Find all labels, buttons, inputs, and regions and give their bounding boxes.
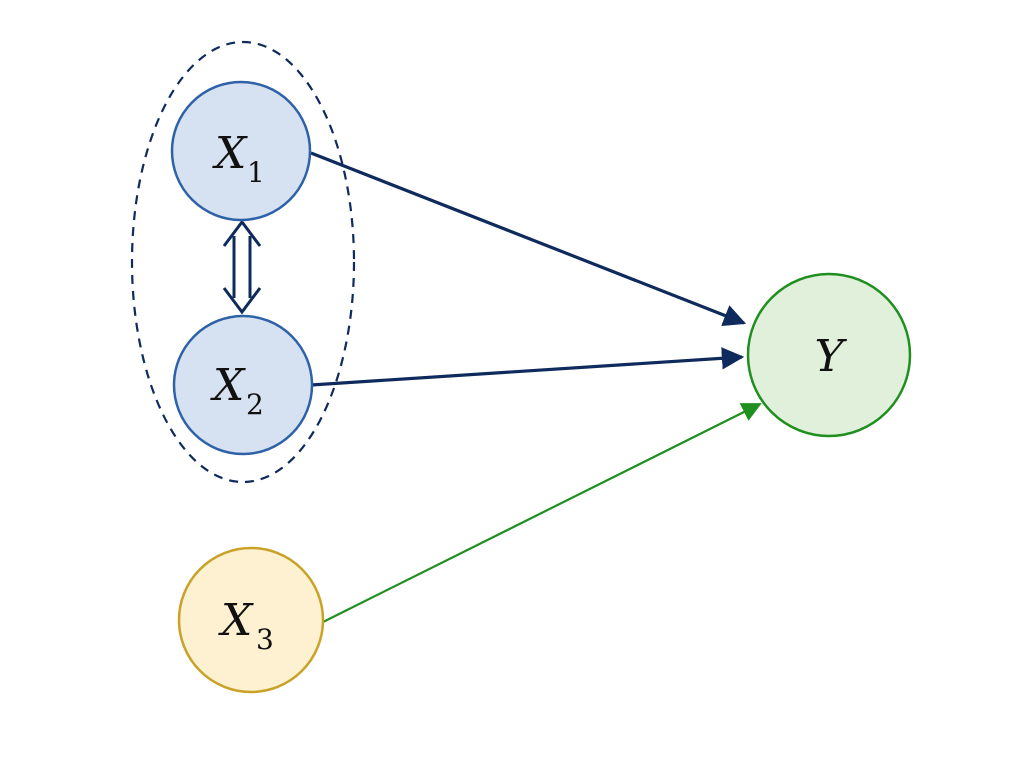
bidirectional-edge-x1-x2 (222, 219, 262, 315)
node-x2-label: X (210, 360, 246, 411)
node-x1: X 1 (170, 80, 312, 222)
node-x1-subscript: 1 (247, 156, 265, 189)
node-x2-subscript: 2 (246, 388, 264, 421)
edge-x1-to-y (310, 151, 747, 327)
correlated-group-ellipse (130, 40, 356, 484)
node-y: Y (746, 272, 912, 438)
node-y-label: Y (814, 331, 847, 382)
node-x3: X 3 (177, 546, 325, 694)
node-x3-subscript: 3 (256, 623, 274, 656)
node-x3-label: X (218, 595, 254, 646)
node-x1-label: X (212, 128, 248, 179)
node-x2: X 2 (172, 314, 314, 456)
edge-x2-to-y (310, 347, 745, 387)
edge-x3-to-y (322, 403, 762, 623)
